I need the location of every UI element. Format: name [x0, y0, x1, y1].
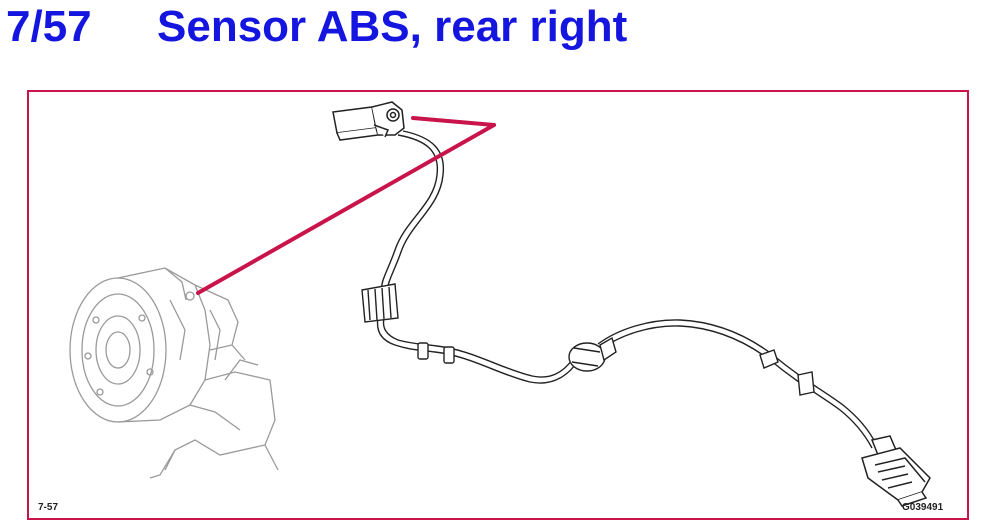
- title-row: 7/57 Sensor ABS, rear right: [0, 0, 981, 60]
- sensor-cable: [376, 130, 877, 449]
- callout-leader-lines: [196, 116, 496, 295]
- cable-grommets: [361, 283, 815, 396]
- sensor-connector: [861, 435, 931, 507]
- diagram-frame: [27, 90, 969, 520]
- figure-number-label: 7-57: [38, 502, 59, 513]
- page-number: 7/57: [6, 2, 92, 51]
- wheel-hub-drawing: [69, 267, 279, 479]
- page-title: Sensor ABS, rear right: [157, 2, 628, 51]
- figure-id-label: G039491: [902, 502, 944, 513]
- abs-sensor-head: [332, 101, 405, 141]
